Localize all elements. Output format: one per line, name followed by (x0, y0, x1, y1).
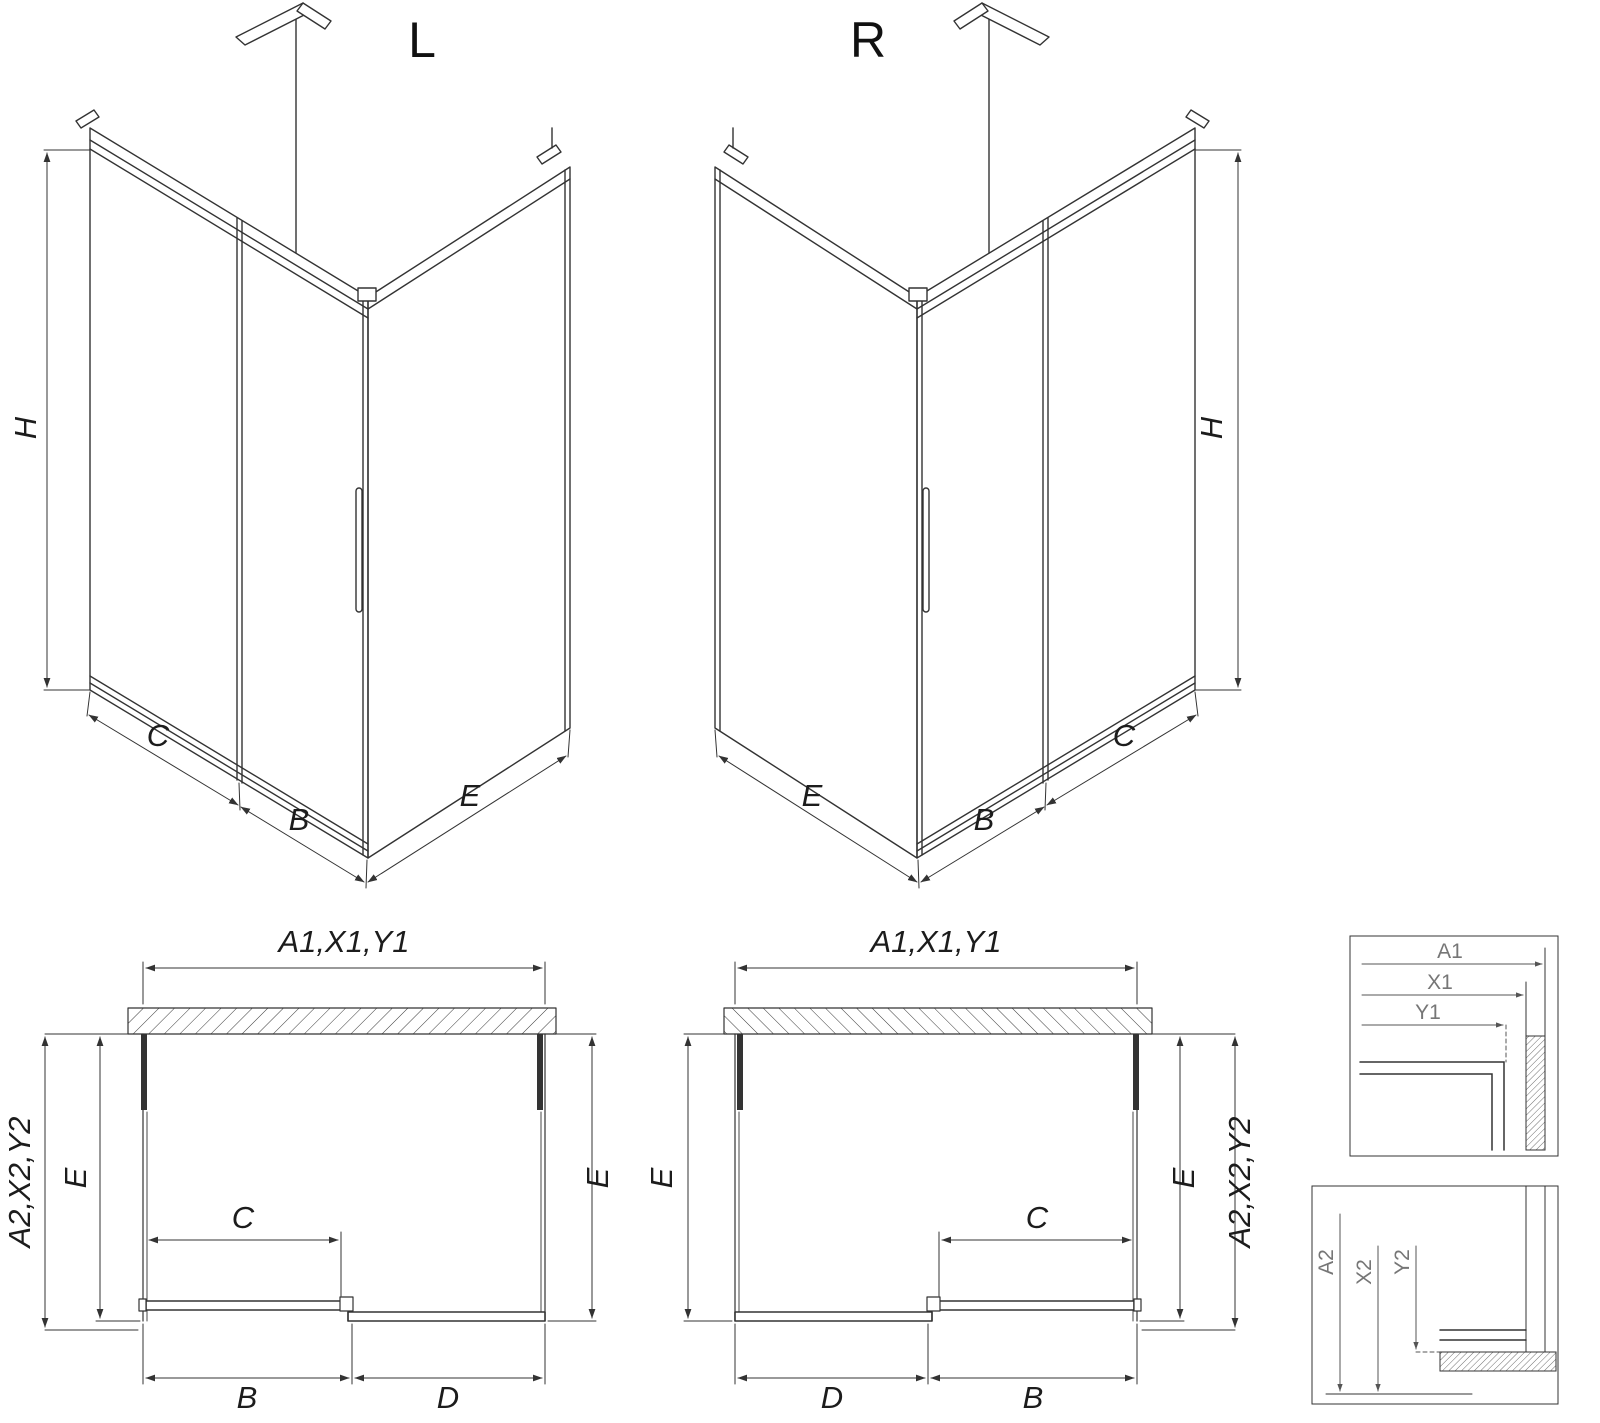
detail-label-x1: X1 (1427, 971, 1453, 994)
iso-right-geometry (715, 3, 1241, 888)
iso-left-dim-c: C (147, 718, 170, 753)
plan-right-dim-b: B (1023, 1380, 1044, 1415)
plan-right-dim-d: D (821, 1380, 843, 1415)
detail-top-profile-inner (1359, 1073, 1493, 1151)
plan-right-dim-e-right: E (1166, 1167, 1201, 1188)
variant-label-right: R (850, 12, 886, 68)
plan-view-left: A1,X1,Y1 A2,X2,Y2 E E C B D (2, 924, 615, 1415)
iso-left-dim-e: E (460, 778, 481, 813)
plan-left-dim-e-left: E (58, 1167, 93, 1188)
iso-right-dim-c: C (1113, 718, 1136, 753)
plan-left-dim-b: B (237, 1380, 258, 1415)
plan-right-dim-e-left: E (644, 1167, 679, 1188)
detail-label-a2: A2 (1315, 1249, 1338, 1275)
detail-top-frame (1349, 935, 1559, 1157)
iso-view-left: L H C B E (8, 3, 570, 888)
detail-label-a1: A1 (1437, 940, 1463, 963)
plan-left-geometry (45, 962, 596, 1384)
detail-top-glass-hatched (1525, 1035, 1546, 1151)
iso-right-dim-b: B (974, 802, 995, 837)
plan-right-dim-top: A1,X1,Y1 (869, 924, 1002, 959)
iso-right-dim-e: E (802, 778, 823, 813)
plan-right-dim-side: A2,X2,Y2 (1222, 1117, 1257, 1250)
detail-bottom-frame (1311, 1185, 1559, 1405)
plan-view-right: A1,X1,Y1 A2,X2,Y2 E E C B D (644, 924, 1257, 1415)
iso-left-dim-h: H (8, 416, 43, 439)
detail-top-profile-outer (1359, 1061, 1505, 1151)
detail-label-y1: Y1 (1415, 1001, 1441, 1024)
plan-right-geometry (684, 962, 1235, 1384)
detail-bottom-profile-lines (1439, 1329, 1527, 1341)
detail-label-y2: Y2 (1391, 1249, 1414, 1275)
plan-left-dim-top: A1,X1,Y1 (277, 924, 410, 959)
plan-left-dim-d: D (437, 1380, 459, 1415)
detail-bottom-glass-hatched (1439, 1351, 1557, 1372)
iso-left-dim-b: B (289, 802, 310, 837)
detail-view-bottom: A2 X2 Y2 (1311, 1185, 1559, 1405)
detail-bottom-glass-vertical (1525, 1185, 1546, 1353)
plan-left-dim-side: A2,X2,Y2 (2, 1117, 37, 1250)
detail-label-x2: X2 (1353, 1259, 1376, 1285)
plan-left-dim-e-right: E (580, 1167, 615, 1188)
iso-right-dim-h: H (1194, 416, 1229, 439)
variant-label-left: L (408, 12, 436, 68)
iso-left-geometry (44, 3, 570, 888)
detail-view-top: A1 X1 Y1 (1349, 935, 1559, 1157)
iso-view-right: R H C B E (715, 3, 1241, 888)
plan-right-dim-c: C (1026, 1200, 1049, 1235)
plan-left-dim-c: C (232, 1200, 255, 1235)
